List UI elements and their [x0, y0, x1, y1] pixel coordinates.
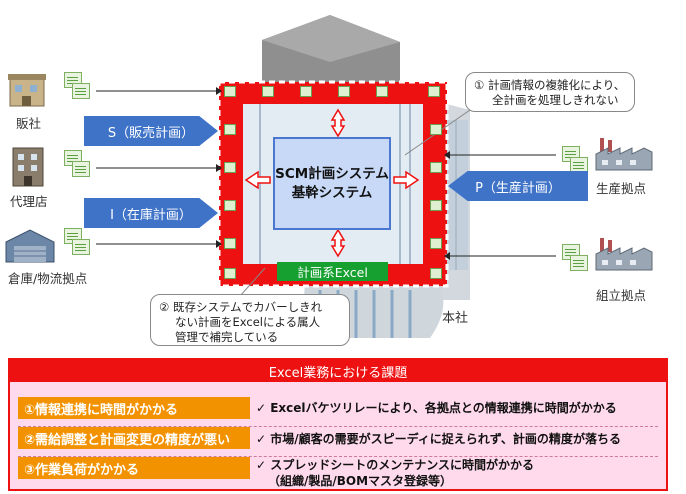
issue-label: ③作業負荷がかかる — [18, 457, 250, 479]
excel-chip-icon — [338, 86, 350, 97]
callout-excel: ② 既存システムでカバーしきれ ない計画をExcelによる属人 管理で補完してい… — [150, 294, 350, 346]
excel-bar: 計画系Excel — [277, 262, 388, 281]
issue-label: ②需給調整と計画変更の精度が悪い — [18, 427, 250, 449]
callout1-line2: 全計画を処理しきれない — [492, 93, 619, 107]
callout2-line3: 管理で補完している — [175, 330, 279, 344]
excel-chip-icon — [224, 162, 236, 173]
factory-icon — [595, 138, 653, 171]
divider — [18, 456, 658, 457]
doc-icon — [72, 239, 90, 255]
excel-chip-icon — [428, 86, 440, 97]
production-plan-arrow: P（生産計画） — [448, 171, 588, 201]
production-label: 生産拠点 — [596, 181, 647, 196]
excel-chip-icon — [262, 86, 274, 97]
agency-label: 代理店 — [10, 194, 48, 209]
issue-detail: ✓ 市場/顧客の需要がスピーディに捉えられず、計画の精度が落ちる — [256, 432, 621, 446]
panel-title: Excel業務における課題 — [10, 360, 666, 382]
warehouse-icon — [5, 229, 55, 263]
doc-icon — [570, 157, 588, 173]
excel-chip-icon — [430, 124, 442, 135]
callout2-line1: ② 既存システムでカバーしきれ — [159, 300, 323, 314]
issues-panel: Excel業務における課題 ①情報連携に時間がかかる ✓ Excelバケツリレー… — [8, 358, 668, 491]
doc-icon — [72, 161, 90, 177]
core-system-box: SCM計画システム 基幹システム — [273, 137, 391, 230]
sales-building-icon — [8, 74, 46, 107]
core-line1: SCM計画システム — [275, 165, 389, 182]
hq-label: 本社 — [442, 311, 469, 326]
excel-chip-icon — [224, 124, 236, 135]
callout1-line1: ① 計画情報の複雑化により、 — [474, 78, 626, 92]
excel-chip-icon — [224, 86, 236, 97]
excel-chip-icon — [224, 200, 236, 211]
excel-chip-icon — [224, 238, 236, 249]
callout2-line2: ない計画をExcelによる属人 — [175, 315, 321, 329]
inventory-plan-arrow: I（在庫計画） — [84, 198, 218, 228]
excel-chip-icon — [376, 86, 388, 97]
core-line2: 基幹システム — [291, 184, 373, 201]
factory-icon — [595, 238, 653, 271]
doc-icon — [72, 83, 90, 99]
issue-label: ①情報連携に時間がかかる — [18, 397, 250, 419]
issue-detail: ✓ Excelバケツリレーにより、各拠点との情報連携に時間がかかる — [256, 401, 617, 415]
warehouse-label: 倉庫/物流拠点 — [8, 271, 88, 286]
excel-chip-icon — [430, 268, 442, 279]
callout-complexity: ① 計画情報の複雑化により、 全計画を処理しきれない — [465, 72, 635, 112]
excel-chip-icon — [430, 162, 442, 173]
excel-chip-icon — [430, 238, 442, 249]
excel-chip-icon — [300, 86, 312, 97]
sales-label: 販社 — [16, 116, 42, 131]
excel-chip-icon — [430, 200, 442, 211]
issue-detail: ✓ スプレッドシートのメンテナンスに時間がかかる — [256, 458, 534, 472]
assembly-label: 組立拠点 — [596, 288, 647, 303]
agency-building-icon — [12, 147, 44, 187]
divider — [18, 426, 658, 427]
sales-plan-arrow: S（販売計画） — [84, 116, 218, 146]
issue-detail-sub: （組織/製品/BOMマスタ登録等） — [268, 474, 453, 488]
doc-icon — [570, 255, 588, 271]
excel-chip-icon — [224, 268, 236, 279]
